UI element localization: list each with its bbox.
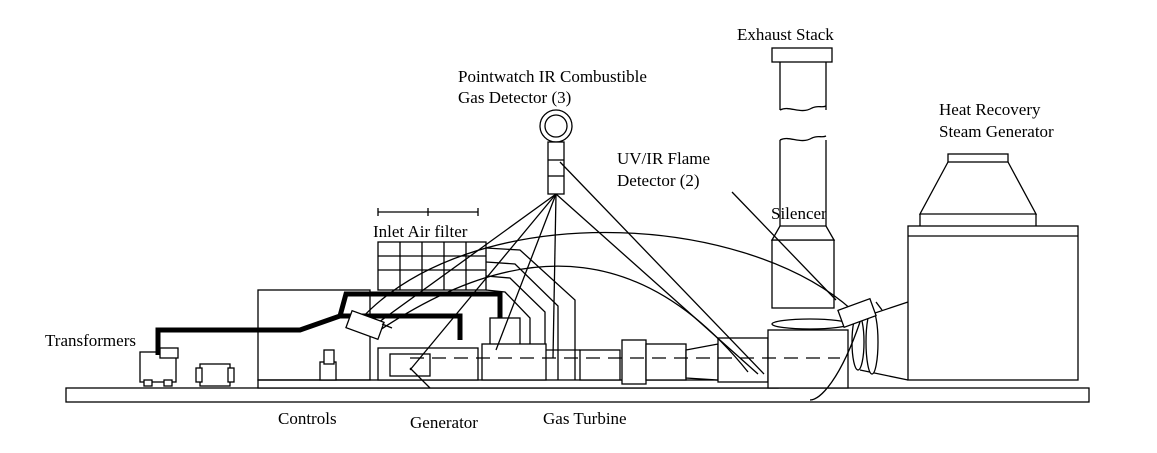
heat-recovery-steam-generator [851,153,1079,381]
ir-gas-detector [539,109,573,195]
heat-recovery-label-line2: Steam Generator [939,122,1054,141]
gas-detector-label-line2: Gas Detector (3) [458,88,571,107]
flame-detector-leader [731,191,837,301]
equipment-deck [257,379,779,389]
flame-detector-label-line2: Detector (2) [617,171,700,190]
flame-detector-left [345,309,393,341]
heat-recovery-label-line1: Heat Recovery [939,100,1041,119]
gas-detector-label-line1: Pointwatch IR Combustible [458,67,647,86]
inlet-air-filter [377,208,487,291]
controls-enclosure [257,289,371,381]
generator-label: Generator [410,413,478,432]
silencer-label: Silencer [771,204,827,223]
gas-turbine-label: Gas Turbine [543,409,627,428]
exhaust-stack [771,47,833,226]
flame-detector-label-line1: UV/IR Flame [617,149,710,168]
transformer-unit [139,347,235,387]
cable-runs [155,291,503,380]
exhaust-silencer [767,225,849,389]
controls-label: Controls [278,409,337,428]
generator-leader [409,367,431,389]
exhaust-stack-label: Exhaust Stack [737,25,834,44]
gas-turbine [579,337,769,385]
detector-coverage-lines [359,161,861,401]
inlet-air-filter-label: Inlet Air filter [373,222,468,241]
base-skid [65,387,1090,403]
transformers-label: Transformers [45,331,136,350]
flame-detector-right [837,297,883,329]
generator [377,343,547,381]
